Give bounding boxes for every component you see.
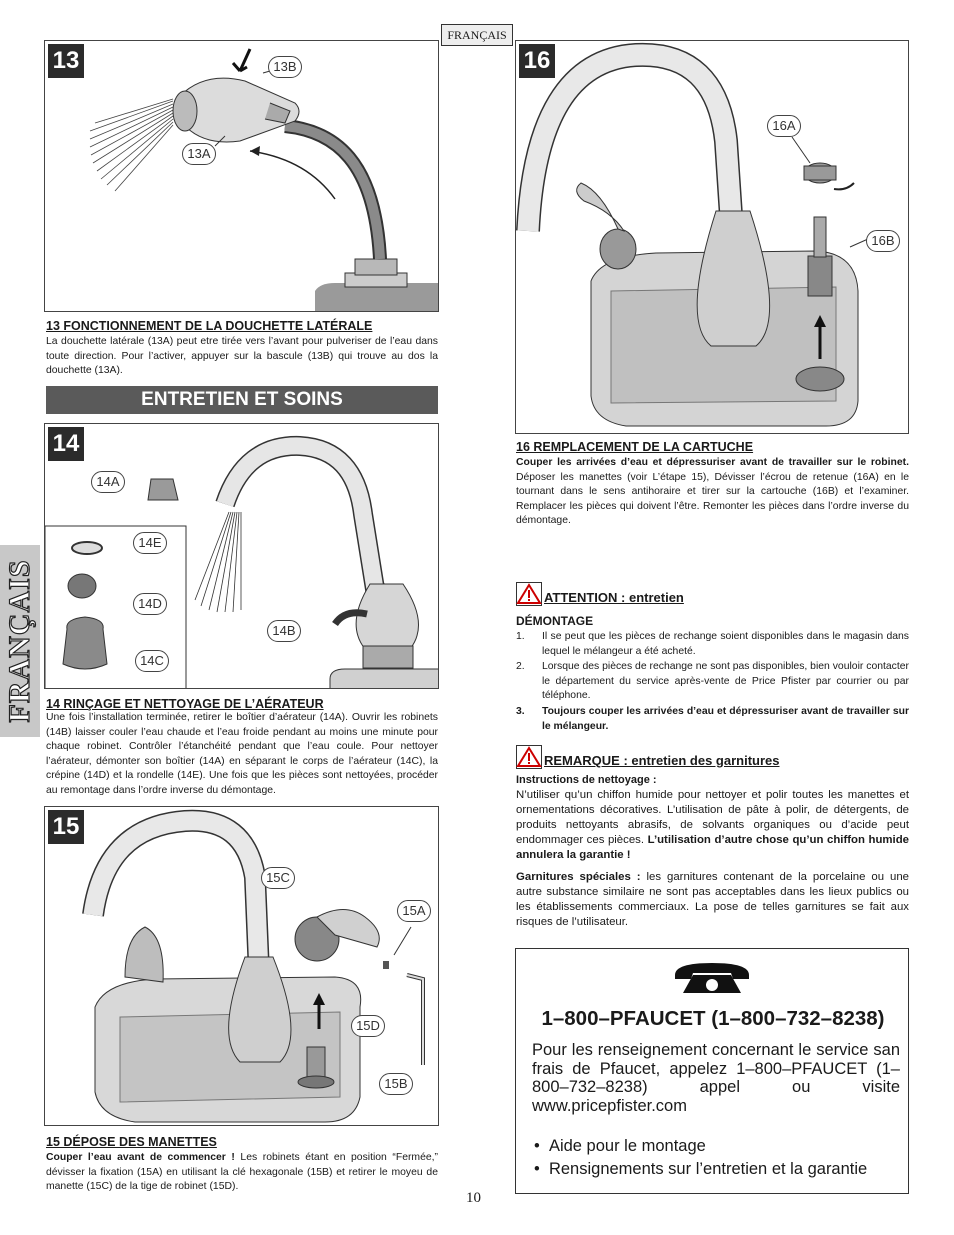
step-14-number: 14: [48, 427, 84, 461]
figure-13: 13 13B 13A: [44, 40, 439, 312]
remarque-heading: REMARQUE : entretien des garnitures: [516, 745, 780, 769]
callout-14c: 14C: [135, 650, 169, 672]
step-15-title: 15 DÉPOSE DES MANETTES: [46, 1135, 217, 1149]
step-14-text: Une fois l’installation terminée, retire…: [46, 712, 438, 796]
attention-title: ATTENTION : entretien: [544, 590, 684, 605]
list-item: 2.Lorsque des pièces de rechange ne sont…: [516, 661, 909, 702]
handle-removal-illustration: [82, 809, 425, 1123]
contact-bullet-2: • Rensignements sur l’entretien et la ga…: [534, 1160, 868, 1178]
callout-13b: 13B: [268, 56, 302, 78]
callout-15b: 15B: [379, 1073, 413, 1095]
step-13-number: 13: [48, 44, 84, 78]
step-13-text: La douchette latérale (13A) peut etre ti…: [46, 336, 438, 377]
figure-14: 14 14A 14E 14D 14C 14B: [44, 423, 439, 689]
step-16-number: 16: [519, 44, 555, 78]
callout-15c: 15C: [261, 867, 295, 889]
list-item: 3.Toujours couper les arrivées d’eau et …: [516, 705, 909, 732]
side-language-tab: FRANÇAIS: [0, 545, 40, 737]
step-16-warning: Couper les arrivées d’eau et dépressuris…: [516, 457, 909, 468]
special-trim-text: Garnitures spéciales : les garnitures co…: [516, 871, 909, 928]
remarque-title: REMARQUE : entretien des garnitures: [544, 753, 780, 768]
remarque-subtitle: Instructions de nettoyage :: [516, 774, 657, 786]
list-item: 1.Il se peut que les pièces de rechange …: [516, 631, 909, 657]
side-spray-illustration: [89, 48, 438, 311]
step-15-number: 15: [48, 810, 84, 844]
aerator-illustration: [45, 435, 438, 688]
telephone-icon: [675, 963, 749, 993]
phone-number: 1–800–PFAUCET (1–800–732–8238): [541, 1007, 885, 1030]
step-14-title: 14 RINÇAGE ET NETTOYAGE DE L’AÉRATEUR: [46, 697, 324, 711]
figure-15: 15 15C 15A 15D 15B: [44, 806, 439, 1126]
step-16-body: Déposer les manettes (voir L’étape 15), …: [516, 471, 909, 527]
page-number: 10: [466, 1190, 481, 1206]
remarque-warranty-warning: L’utilisation d’autre chose qu’un chiffo…: [516, 834, 910, 861]
callout-15a: 15A: [397, 900, 431, 922]
callout-16b: 16B: [866, 230, 900, 252]
attention-heading: ATTENTION : entretien: [516, 582, 684, 606]
remarque-text: N’utiliser qu’un chiffon humide pour net…: [516, 789, 910, 861]
callout-13a: 13A: [182, 143, 216, 165]
figure-16: 16 16A 16B: [515, 40, 909, 434]
step-13-title: 13 FONCTIONNEMENT DE LA DOUCHETTE LATÉRA…: [46, 319, 373, 333]
contact-text: Pour les renseignement concernant le ser…: [532, 1041, 900, 1115]
warning-icon: [516, 745, 542, 769]
step-16-text: Couper les arrivées d’eau et dépressuris…: [516, 456, 909, 529]
language-tag: FRANÇAIS: [441, 24, 513, 46]
step-16-title: 16 REMPLACEMENT DE LA CARTUCHE: [516, 440, 754, 454]
attention-subtitle: DÉMONTAGE: [516, 614, 594, 628]
callout-14e: 14E: [133, 532, 167, 554]
special-trim-label: Garnitures spéciales :: [516, 871, 641, 883]
callout-16a: 16A: [767, 115, 801, 137]
warning-icon: [516, 582, 542, 606]
callout-14b: 14B: [267, 620, 301, 642]
step-15-warning: Couper l’eau avant de commencer !: [46, 1152, 235, 1163]
callout-15d: 15D: [351, 1015, 385, 1037]
contact-box: 1–800–PFAUCET (1–800–732–8238) Pour les …: [515, 948, 909, 1194]
side-tab-label: FRANÇAIS: [2, 559, 36, 723]
contact-bullet-1: • Aide pour le montage: [534, 1137, 706, 1155]
callout-14a: 14A: [91, 471, 125, 493]
step-15-text: Couper l’eau avant de commencer ! Les ro…: [46, 1151, 438, 1195]
maintenance-section-band: ENTRETIEN ET SOINS: [46, 386, 438, 414]
cartridge-replacement-illustration: [516, 42, 869, 427]
step-15-body: Les robinets étant en position “Fermée,”…: [46, 1152, 438, 1193]
attention-list: 1.Il se peut que les pièces de rechange …: [516, 630, 909, 735]
callout-14d: 14D: [133, 593, 167, 615]
